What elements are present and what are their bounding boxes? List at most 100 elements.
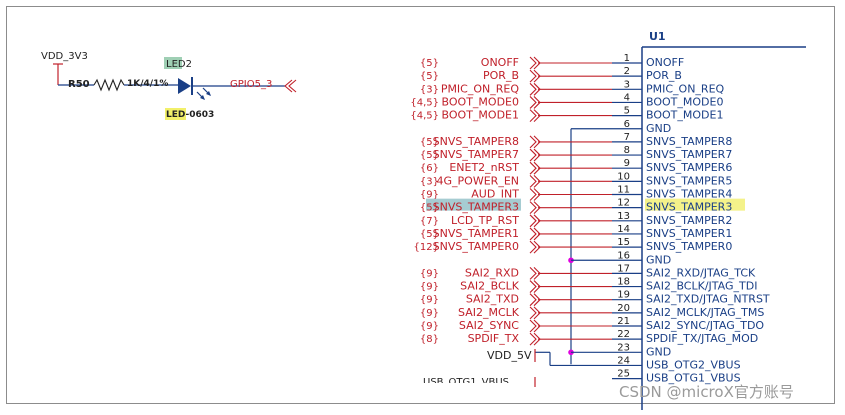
- pin-name: SNVS_TAMPER8: [646, 135, 732, 148]
- port-arrow: [533, 214, 541, 228]
- port-arrow: [529, 188, 537, 201]
- net-label: SPDIF_TX: [468, 332, 520, 345]
- pin-name: USB_OTG2_VBUS: [646, 358, 741, 371]
- pin-number: 16: [617, 250, 630, 261]
- sheet-ref: {8}: [420, 334, 439, 345]
- pin-number: 20: [617, 303, 630, 314]
- port-arrow: [529, 135, 537, 149]
- pin-number: 17: [617, 263, 630, 274]
- port-arrow: [533, 240, 541, 254]
- sheet-border: [6, 6, 835, 404]
- sheet-ref: {9}: [420, 321, 439, 332]
- pin-name: USB_OTG1_VBUS: [646, 372, 741, 385]
- pin-number: 15: [617, 237, 630, 248]
- pin-name: SNVS_TAMPER3: [646, 201, 732, 214]
- pin-name: SNVS_TAMPER2: [646, 214, 732, 227]
- highlight: [426, 198, 521, 211]
- partial-net-label: USB_OTG1_VBUS: [423, 377, 509, 388]
- highlight: [645, 198, 745, 211]
- port-arrow: [529, 240, 537, 254]
- pin-name: SAI2_SYNC/JTAG_TDO: [646, 319, 764, 332]
- port-arrow: [529, 148, 537, 162]
- port-arrow: [529, 174, 537, 188]
- power-net-label: VDD_3V3: [41, 51, 88, 62]
- net-label: SNVS_TAMPER0: [433, 240, 519, 253]
- net-label: SNVS_TAMPER7: [433, 148, 519, 161]
- net-label: ONOFF: [481, 56, 519, 69]
- pin-number: 18: [617, 277, 630, 288]
- net-label: AUD_INT: [471, 188, 519, 201]
- resistor-symbol: [93, 78, 125, 92]
- pin-name: SPDIF_TX/JTAG_MOD: [646, 332, 758, 345]
- pin-number: 5: [624, 106, 630, 117]
- pin-name: SNVS_TAMPER1: [646, 227, 732, 240]
- sheet-ref: {5}: [420, 58, 439, 69]
- port-arrow: [533, 267, 541, 280]
- port-arrow: [533, 69, 541, 83]
- pin-name: SNVS_TAMPER7: [646, 148, 732, 161]
- pin-number: 19: [617, 290, 630, 301]
- pin-name: SAI2_TXD/JTAG_NTRST: [646, 293, 770, 306]
- signal-net-label: GPIO5_3: [230, 79, 272, 90]
- net-label: SAI2_BCLK: [460, 280, 520, 293]
- led-package: LED-0603: [166, 110, 214, 120]
- pin-name: SNVS_TAMPER5: [646, 174, 732, 187]
- pin-number: 7: [624, 132, 630, 143]
- pin-number: 4: [624, 92, 630, 103]
- port-arrow: [529, 82, 537, 96]
- port-arrow: [533, 109, 541, 122]
- port-arrow: [533, 56, 541, 70]
- pin-row: 23 GND: [571, 342, 671, 358]
- port-arrow: [529, 201, 537, 215]
- port-arrow: [533, 148, 541, 162]
- port-arrow: [533, 96, 541, 109]
- pin-name: SAI2_RXD/JTAG_TCK: [646, 266, 756, 279]
- pin-number: 2: [624, 66, 630, 77]
- net-label: SAI2_RXD: [465, 266, 519, 279]
- port-arrow: [533, 174, 541, 188]
- sheet-ref: {9}: [420, 308, 439, 319]
- pin-name: GND: [646, 345, 671, 358]
- pin-number: 1: [624, 53, 630, 64]
- net-label: 4G_POWER_EN: [437, 174, 519, 187]
- net-label: SAI2_MCLK: [458, 306, 520, 319]
- net-label: PMIC_ON_REQ: [441, 82, 520, 95]
- port-arrow: [529, 280, 537, 293]
- sheet-ref: {4,5}: [410, 111, 439, 122]
- pin-number: 23: [617, 342, 630, 353]
- port-arrow: [533, 319, 541, 333]
- net-label: SAI2_TXD: [466, 293, 519, 306]
- supply-net-label: VDD_5V: [487, 349, 532, 362]
- sheet-ref: {5}: [420, 203, 439, 214]
- pin-number: 12: [617, 198, 630, 209]
- port-arrow: [529, 214, 537, 228]
- port-arrow: [533, 135, 541, 149]
- pin-number: 10: [617, 171, 630, 182]
- resistor-value: 1K/4/1%: [127, 79, 168, 89]
- led-indicator-circuit: VDD_3V3 R50 1K/4/1% LED2 LED-0603 GPIO5_…: [41, 51, 297, 120]
- port-arrow: [533, 293, 541, 307]
- pin-number: 8: [624, 145, 630, 156]
- pin-number: 9: [624, 158, 630, 169]
- pin-number: 25: [617, 369, 630, 380]
- port-arrow: [284, 79, 293, 93]
- port-arrow: [533, 161, 541, 175]
- sheet-ref: {6}: [420, 163, 439, 174]
- sheet-ref: {7}: [420, 216, 439, 227]
- net-label: POR_B: [483, 69, 519, 82]
- led-ref-highlight: [164, 57, 182, 69]
- pin-number: 11: [617, 185, 630, 196]
- port-arrow: [288, 79, 297, 93]
- port-arrow: [533, 82, 541, 96]
